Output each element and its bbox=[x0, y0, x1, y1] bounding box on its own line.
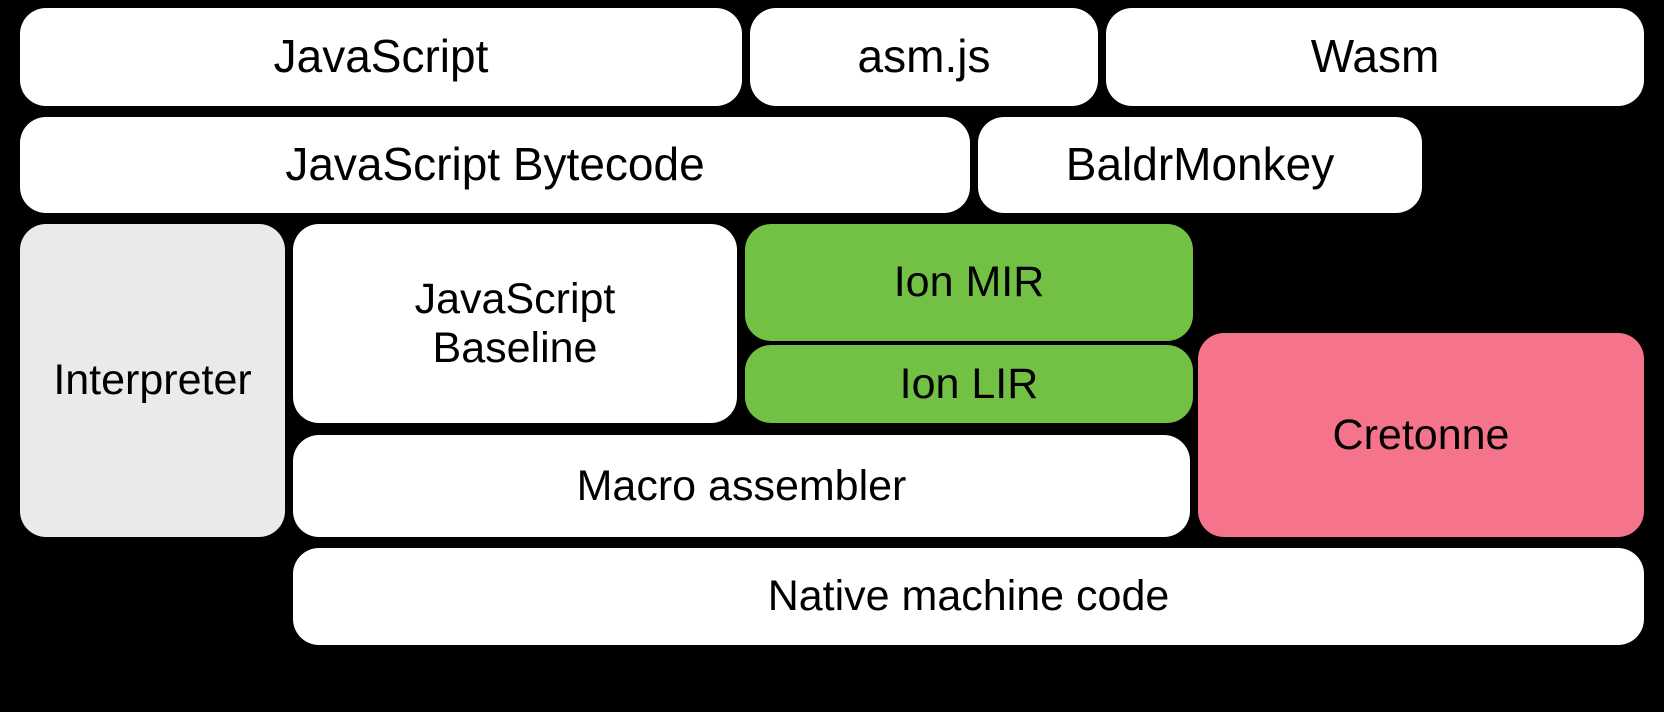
node-ion-lir: Ion LIR bbox=[745, 345, 1193, 423]
node-javascript-bytecode: JavaScript Bytecode bbox=[20, 117, 970, 213]
node-label-javascript-baseline: JavaScript Baseline bbox=[414, 275, 616, 372]
node-label-asm-js: asm.js bbox=[857, 30, 991, 83]
node-label-javascript: JavaScript bbox=[273, 30, 489, 83]
node-label-cretonne: Cretonne bbox=[1332, 410, 1510, 459]
node-wasm: Wasm bbox=[1106, 8, 1644, 106]
node-javascript-baseline: JavaScript Baseline bbox=[293, 224, 737, 423]
node-interpreter: Interpreter bbox=[20, 224, 285, 537]
node-macro-assembler: Macro assembler bbox=[293, 435, 1190, 537]
node-native-machine-code: Native machine code bbox=[293, 548, 1644, 645]
node-label-ion-lir: Ion LIR bbox=[899, 359, 1039, 408]
node-ion-mir: Ion MIR bbox=[745, 224, 1193, 341]
node-javascript: JavaScript bbox=[20, 8, 742, 106]
node-label-baldrmonkey: BaldrMonkey bbox=[1065, 138, 1335, 191]
node-cretonne: Cretonne bbox=[1198, 333, 1644, 537]
node-label-ion-mir: Ion MIR bbox=[893, 258, 1045, 307]
node-asm-js: asm.js bbox=[750, 8, 1098, 106]
node-baldrmonkey: BaldrMonkey bbox=[978, 117, 1422, 213]
node-label-interpreter: Interpreter bbox=[53, 356, 252, 405]
node-label-macro-assembler: Macro assembler bbox=[576, 461, 907, 510]
node-label-wasm: Wasm bbox=[1310, 30, 1440, 83]
node-label-javascript-bytecode: JavaScript Bytecode bbox=[285, 138, 705, 191]
node-label-native-machine-code: Native machine code bbox=[767, 572, 1170, 621]
